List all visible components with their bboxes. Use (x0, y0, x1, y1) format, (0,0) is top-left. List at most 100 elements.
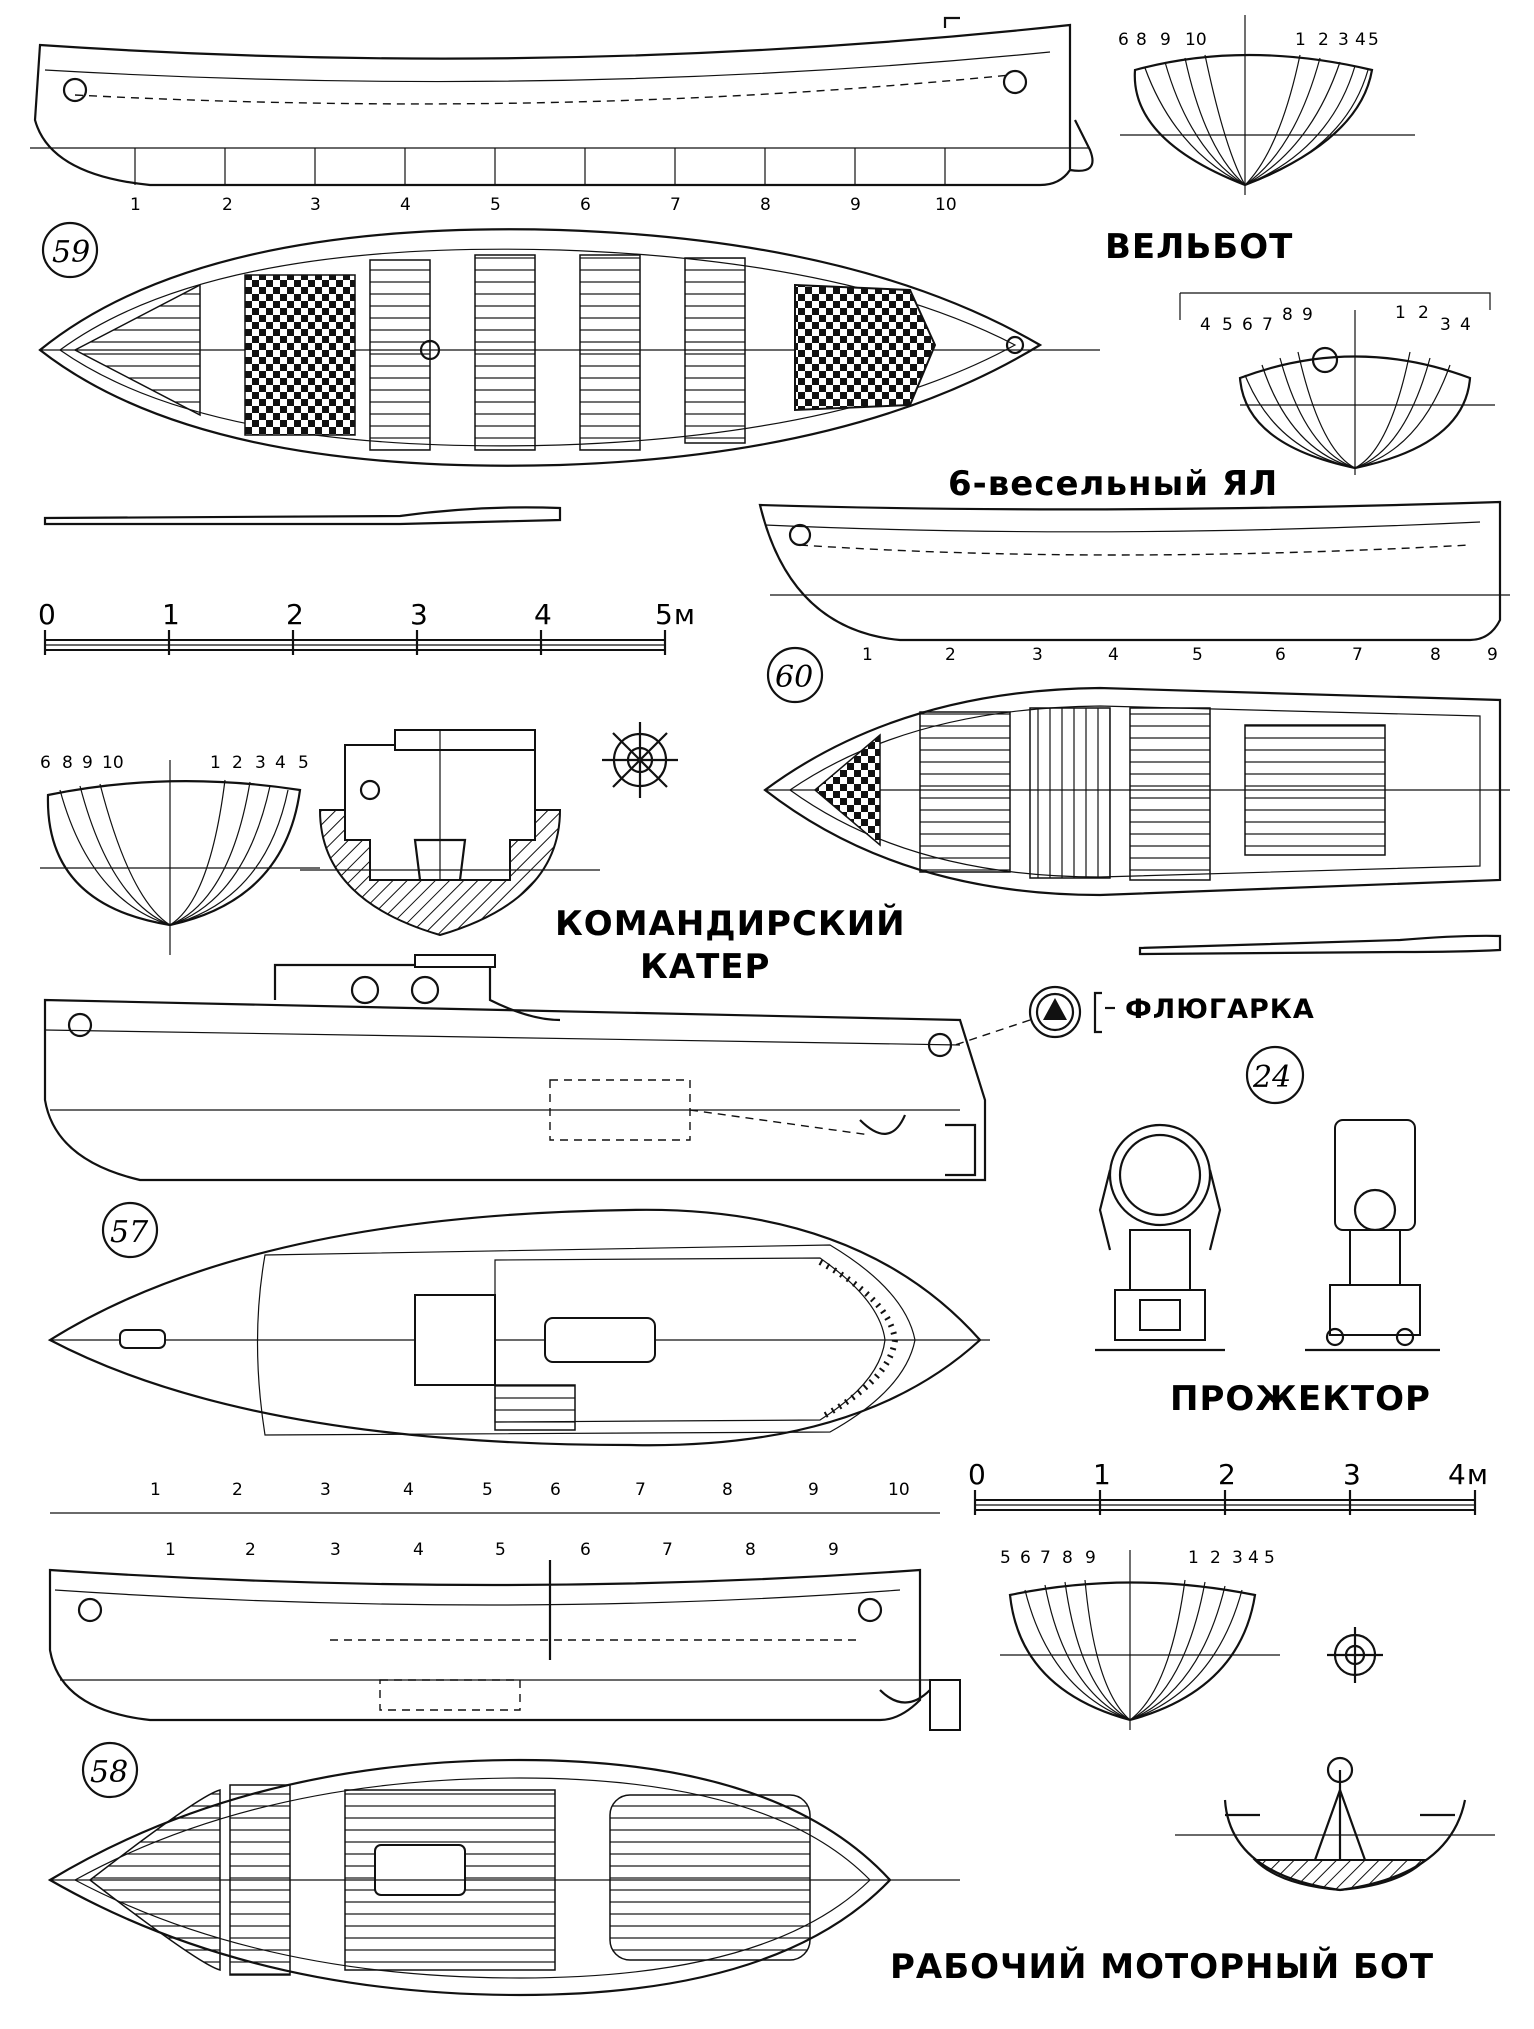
station-label: 5 (482, 1480, 493, 1500)
station-label: 6 (550, 1480, 561, 1500)
body-plan-label: 5 (1222, 315, 1233, 335)
prozhektor-figure-number: 24 (1245, 1045, 1305, 1105)
station-label: 3 (320, 1480, 331, 1500)
station-label: 2 (222, 195, 233, 215)
station-label: 7 (635, 1480, 646, 1500)
station-label: 8 (760, 195, 771, 215)
body-plan-label: 6 (1242, 315, 1253, 335)
scale-tick-label: 2 (286, 598, 305, 631)
station-label: 3 (310, 195, 321, 215)
body-plan-label: 5 (1000, 1548, 1011, 1568)
body-plan-label: 9 (1302, 305, 1313, 325)
body-plan-label: 6 (1020, 1548, 1031, 1568)
station-label: 6 (580, 1540, 591, 1560)
station-label: 5 (1192, 645, 1203, 665)
station-label: 2 (245, 1540, 256, 1560)
searchlight-side (1305, 1119, 1440, 1352)
station-label: 8 (1430, 645, 1441, 665)
scale-tick-label: 3 (1343, 1458, 1362, 1491)
body-plan-label: 2 (232, 753, 243, 773)
motorboat-wheel-detail (1327, 1627, 1383, 1683)
body-plan-label: 1 (1395, 303, 1406, 323)
velbot-plan (38, 228, 1100, 467)
station-label: 2 (945, 645, 956, 665)
velbot-station-labels: 1 2 3 4 5 6 7 8 9 10 (130, 195, 957, 215)
station-label: 3 (330, 1540, 341, 1560)
yal-oar (1138, 934, 1502, 956)
body-plan-label: 9 (82, 753, 93, 773)
station-label: 8 (745, 1540, 756, 1560)
station-label: 10 (935, 195, 957, 215)
motorboat-profile (48, 1560, 961, 1731)
flyugarka: ФЛЮГАРКА (954, 985, 1314, 1046)
station-label: 1 (165, 1540, 176, 1560)
station-label: 9 (808, 1480, 819, 1500)
yal-figure-number: 60 (766, 646, 824, 704)
scale-tick-label: 0 (968, 1458, 987, 1491)
kater-stern-light-icon (927, 1032, 953, 1058)
prozhektor-title: ПРОЖЕКТОР (1170, 1379, 1431, 1419)
station-label: 7 (1352, 645, 1363, 665)
svg-text:57: 57 (110, 1215, 149, 1250)
scale-bar-4m: 0 1 2 3 4м (968, 1458, 1488, 1515)
body-plan-label: 8 (1282, 305, 1293, 325)
station-label: 5 (495, 1540, 506, 1560)
station-label: 6 (580, 195, 591, 215)
body-plan-label: 4 (1200, 315, 1211, 335)
yal-profile (758, 500, 1510, 642)
velbot-stern-light-icon (1002, 69, 1028, 95)
yal-plan (763, 686, 1510, 897)
svg-text:59: 59 (52, 235, 90, 270)
station-label: 7 (662, 1540, 673, 1560)
station-label: 8 (722, 1480, 733, 1500)
body-plan-label: 1 (1295, 30, 1306, 50)
steering-wheel-detail (602, 722, 678, 798)
kater-profile (43, 954, 987, 1182)
station-label: 5 (490, 195, 501, 215)
velbot-body-plan: 6 8 9 10 1 2 3 4 5 (1118, 15, 1415, 195)
porthole-icon (350, 975, 380, 1005)
velbot-profile (30, 16, 1094, 187)
station-label: 4 (400, 195, 411, 215)
motorboat-cross-section (1175, 1756, 1495, 1892)
kater-station-labels: 1 2 3 4 5 6 7 8 9 10 (150, 1480, 910, 1500)
body-plan-label: 2 (1318, 30, 1329, 50)
yal-station-labels: 1 2 3 4 5 6 7 8 9 (862, 645, 1498, 665)
body-plan-label: 10 (1185, 30, 1207, 50)
station-label: 9 (850, 195, 861, 215)
scale-tick-label: 2 (1218, 1458, 1237, 1491)
motorboat-figure-number: 58 (81, 1741, 139, 1799)
motorboat-station-labels: 1 2 3 4 5 6 7 8 9 (165, 1540, 839, 1560)
velbot-oar (43, 506, 562, 526)
body-plan-label: 8 (1136, 30, 1147, 50)
velbot-bow-light-icon (62, 77, 88, 103)
porthole-icon (410, 975, 440, 1005)
body-plan-label: 8 (1062, 1548, 1073, 1568)
body-plan-label: 4 (275, 753, 286, 773)
body-plan-label: 3 (255, 753, 266, 773)
body-plan-label: 5 (1264, 1548, 1275, 1568)
body-plan-label: 9 (1160, 30, 1171, 50)
body-plan-label: 10 (102, 753, 124, 773)
scale-tick-label: 0 (38, 598, 57, 631)
station-label: 4 (1108, 645, 1119, 665)
kater-title-line1: КОМАНДИРСКИЙ (555, 903, 906, 944)
body-plan-label: 1 (210, 753, 221, 773)
motorboat-bow-light-icon (77, 1597, 103, 1623)
body-plan-label: 7 (1262, 315, 1273, 335)
body-plan-label: 1 (1188, 1548, 1199, 1568)
body-plan-label: 6 (1118, 30, 1129, 50)
searchlight-front (1095, 1123, 1225, 1352)
station-label: 6 (1275, 645, 1286, 665)
scale-bar-5m: 0 1 2 3 4 5м (38, 598, 695, 655)
station-label: 3 (1032, 645, 1043, 665)
body-plan-label: 4 (1355, 30, 1366, 50)
body-plan-label: 3 (1338, 30, 1349, 50)
body-plan-label: 2 (1418, 303, 1429, 323)
svg-text:24: 24 (1252, 1060, 1291, 1095)
station-label: 1 (130, 195, 141, 215)
station-label: 7 (670, 195, 681, 215)
scale-tick-label: 3 (410, 598, 429, 631)
velbot-profile-stations (134, 148, 946, 185)
station-label: 9 (828, 1540, 839, 1560)
